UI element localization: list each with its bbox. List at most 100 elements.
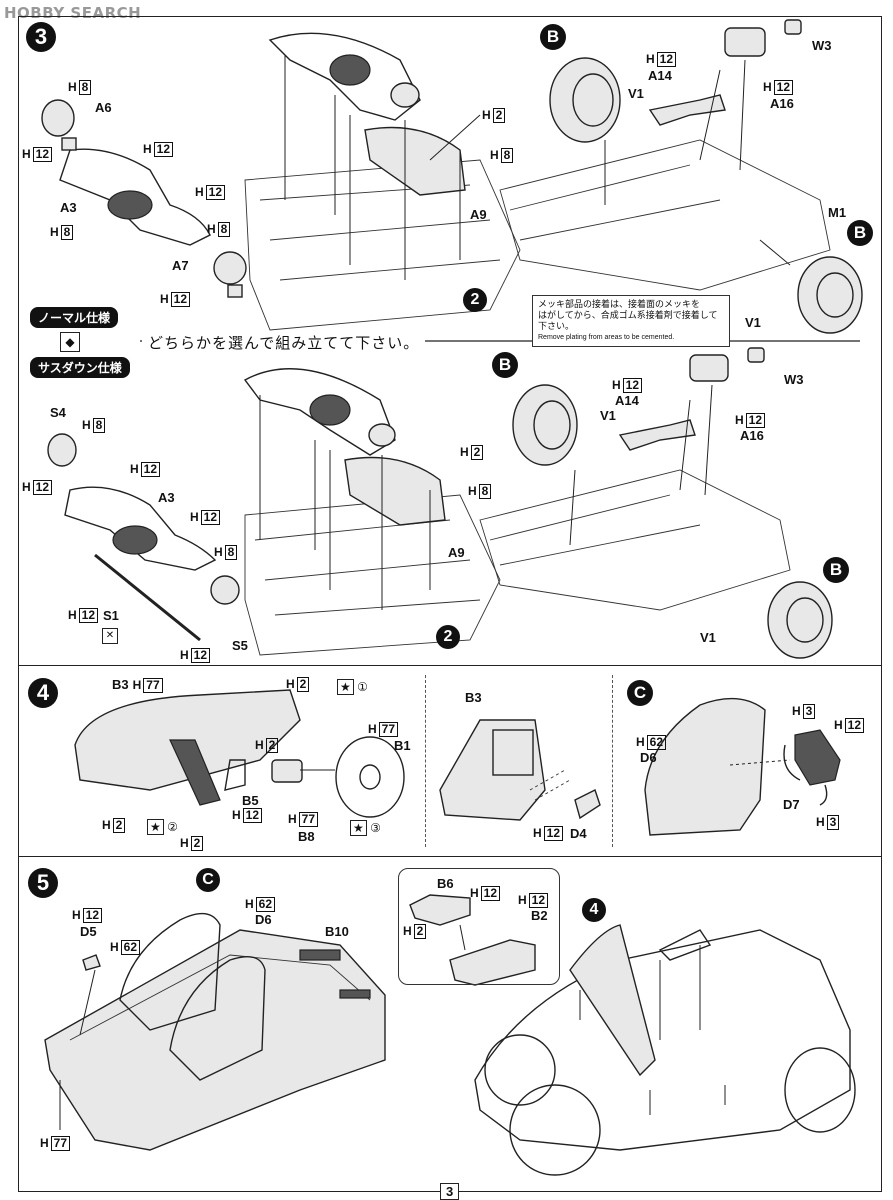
- note-english: Remove plating from areas to be cemented…: [538, 334, 675, 341]
- diff-and-frame-top: [244, 32, 521, 331]
- plating-note: メッキ部品の接着は、接着面のメッキを はがしてから、合成ゴム系接着剤で接着して下…: [532, 295, 730, 347]
- part-label: V1: [600, 408, 616, 423]
- normal-spec-tag: ノーマル仕様: [30, 307, 119, 328]
- interior-tub-sketch: [44, 912, 386, 1151]
- seat-c-sketch: [644, 697, 841, 836]
- part-label: W3: [784, 372, 804, 387]
- part-label: A14: [615, 393, 639, 408]
- choice-icon: ◆: [60, 332, 80, 352]
- part-label: A6: [95, 100, 112, 115]
- dashboard-sketch: [74, 689, 405, 818]
- parking-brake-inset: [398, 868, 560, 985]
- inset-box-sketch: [409, 894, 536, 986]
- diff-and-frame-bottom: [243, 368, 501, 656]
- step-number-4: 4: [28, 678, 58, 708]
- part-label: B10: [325, 924, 349, 939]
- step-number-5: 5: [28, 868, 58, 898]
- rear-suspension-arm-bottom: [47, 433, 240, 642]
- part-label: D4: [570, 826, 587, 841]
- wheel-subassembly-b: B: [823, 557, 849, 583]
- part-label: V1: [628, 86, 644, 101]
- part-label: B2: [531, 908, 548, 923]
- star-number: ②: [167, 820, 178, 834]
- part-label: V1: [700, 630, 716, 645]
- note-line: はがしてから、合成ゴム系接着剤で接着して下さい。: [538, 310, 718, 331]
- wheel-subassembly-b: B: [540, 24, 566, 50]
- part-label: D6: [640, 750, 657, 765]
- star-mark-3: ★ ③: [350, 820, 381, 836]
- section-divider: [18, 856, 882, 857]
- subassembly-ref-4: 4: [582, 898, 606, 922]
- part-label: B3: [465, 690, 482, 705]
- watermark: HOBBY SEARCH: [4, 4, 142, 22]
- part-label: A3: [158, 490, 175, 505]
- section-divider: [18, 665, 882, 666]
- wheel-subassembly-b: B: [492, 352, 518, 378]
- part-label: A16: [770, 96, 794, 111]
- note-line: メッキ部品の接着は、接着面のメッキを: [538, 299, 701, 309]
- part-label: S4: [50, 405, 66, 420]
- remove-icon: ✕: [102, 628, 118, 644]
- star-mark-2: ★ ②: [147, 819, 178, 835]
- part-label: A16: [740, 428, 764, 443]
- part-label: M1: [828, 205, 847, 220]
- car-body-sketch: [474, 924, 856, 1176]
- part-label: W3: [812, 38, 832, 53]
- subassembly-ref-2: 2: [436, 625, 460, 649]
- wheels-exhaust-bottom: [479, 347, 833, 659]
- step-number-3: 3: [26, 22, 56, 52]
- console-sketch: [439, 719, 601, 821]
- part-label: D7: [783, 797, 800, 812]
- rear-suspension-arm-top: [41, 99, 247, 298]
- part-label: S5: [232, 638, 248, 653]
- page-number: 3: [440, 1183, 460, 1200]
- seat-ref-c: C: [196, 868, 220, 892]
- part-label: A9: [448, 545, 465, 560]
- part-label: A14: [648, 68, 672, 83]
- part-label: D5: [80, 924, 97, 939]
- wheel-subassembly-b: B: [847, 220, 873, 246]
- part-label: V1: [745, 315, 761, 330]
- part-label: D6: [255, 912, 272, 927]
- part-label: A7: [172, 258, 189, 273]
- part-label: A9: [470, 207, 487, 222]
- star-number: ③: [370, 821, 381, 835]
- seat-subassembly-c: C: [627, 680, 653, 706]
- star-mark-1: ★ ①: [337, 679, 368, 695]
